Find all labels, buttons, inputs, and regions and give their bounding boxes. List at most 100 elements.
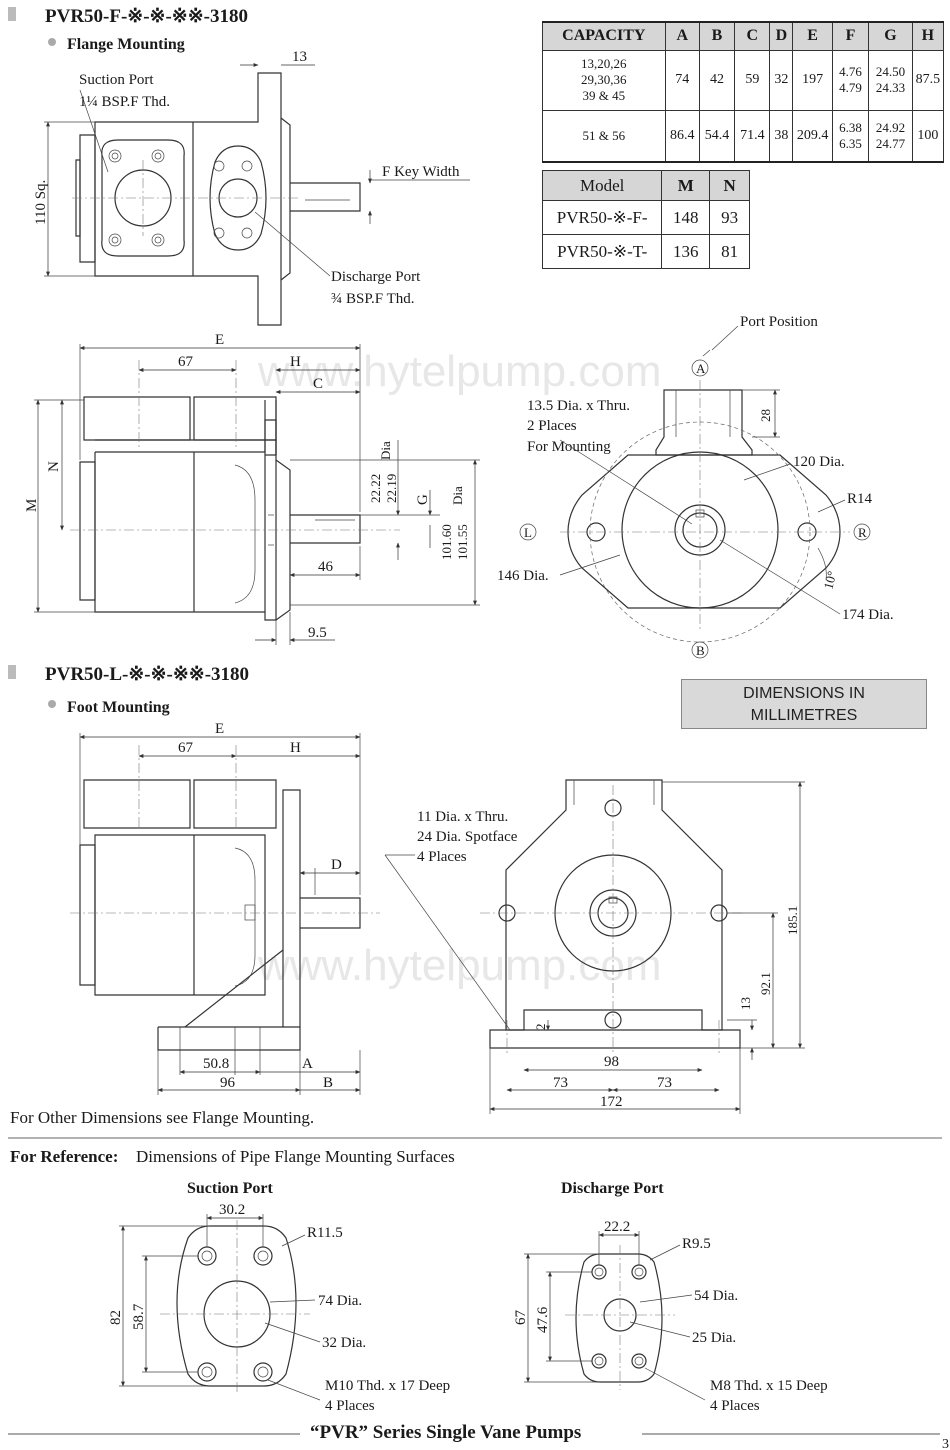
suction-dia-32: 32 Dia. <box>322 1335 366 1351</box>
suction-r-label: R11.5 <box>307 1225 343 1241</box>
table-header-row: Model M N <box>541 170 750 201</box>
discharge-port-diagram: Discharge Port 22.2 R9.5 54 Dia. 25 Dia.… <box>513 1180 828 1414</box>
dim-110: 110 Sq. <box>33 180 49 225</box>
section2-title: PVR50-L-※-※-※※-3180 <box>45 664 249 685</box>
header-cell: Model <box>541 170 663 201</box>
dia-146-label: 146 Dia. <box>497 568 549 584</box>
port-B-marker: B <box>696 643 705 658</box>
suction-dia-74: 74 Dia. <box>318 1293 362 1309</box>
foot-hole-label-2: 24 Dia. Spotface <box>417 829 518 845</box>
header-cell: B <box>698 21 736 51</box>
section-marker <box>8 665 16 679</box>
header-cell: D <box>769 21 794 51</box>
foot-dim-13: 13 <box>738 997 753 1010</box>
foot-dim-96: 96 <box>220 1075 236 1091</box>
value-line: 4.76 <box>839 64 862 79</box>
suction-port-label: Suction Port <box>79 72 154 88</box>
capacity-line: 13,20,26 <box>581 56 627 71</box>
suction-thread-2: 4 Places <box>325 1398 375 1414</box>
suction-port-diagram: Suction Port 30.2 R11.5 74 Dia. 32 Dia. … <box>108 1180 450 1414</box>
discharge-thread-1: M8 Thd. x 15 Deep <box>710 1378 828 1394</box>
capacity-line: 39 & 45 <box>582 88 626 103</box>
foot-dim-D: D <box>331 857 342 873</box>
foot-side-view: E 67 H D 50.8 A 96 B <box>70 721 380 1095</box>
table-cell: 197 <box>792 49 833 111</box>
angle-10-label: 10° <box>820 569 839 590</box>
table-cell: 24.50 24.33 <box>868 49 913 111</box>
dim-H: H <box>290 354 301 370</box>
pilot-dia-unit: Dia <box>450 486 465 505</box>
table-cell: PVR50-※-T- <box>541 234 663 269</box>
r14-label: R14 <box>847 491 873 507</box>
value-line: 24.77 <box>875 135 906 151</box>
foot-dim-2: 2 <box>533 1024 548 1031</box>
dim-N: N <box>46 461 62 472</box>
table-cell: 24.92 24.77 <box>868 109 913 163</box>
foot-dim-172: 172 <box>600 1094 623 1110</box>
header-cell: E <box>792 21 833 51</box>
discharge-r-label: R9.5 <box>682 1236 711 1252</box>
table-cell: 6.38 6.35 <box>831 109 870 163</box>
header-cell: CAPACITY <box>542 21 666 51</box>
header-cell: G <box>868 21 913 51</box>
discharge-dia-25: 25 Dia. <box>692 1330 736 1346</box>
mount-hole-label-2: 2 Places <box>527 418 577 434</box>
table-row: PVR50-※-T- 136 81 <box>541 234 750 269</box>
shaft-dia-1: 22.22 <box>368 474 383 503</box>
flange-top-view: 110 Sq. 13 F Key Width Suction Port 1¼ B… <box>33 49 470 326</box>
dim-M: M <box>24 499 40 512</box>
discharge-port-label: Discharge Port <box>331 269 421 285</box>
header-cell: C <box>734 21 771 51</box>
dim-13: 13 <box>292 49 307 65</box>
reference-bold: For Reference: <box>10 1147 118 1166</box>
suction-thread-label: 1¼ BSP.F Thd. <box>79 94 170 110</box>
table-header-row: CAPACITY A B C D E F G H <box>542 21 945 51</box>
suction-dim-58-7: 58.7 <box>131 1303 147 1330</box>
dim-G: G <box>415 494 431 505</box>
value-line: 24.92 <box>875 119 906 135</box>
dim-67: 67 <box>178 354 194 370</box>
pilot-dia-1: 101.60 <box>439 524 454 560</box>
dia-174-label: 174 Dia. <box>842 607 894 623</box>
discharge-port-title: Discharge Port <box>561 1180 664 1197</box>
header-cell: N <box>709 170 750 201</box>
dim-28: 28 <box>758 409 773 422</box>
header-cell: M <box>661 170 711 201</box>
capacity-table: CAPACITY A B C D E F G H 13,20,26 29,30,… <box>542 21 945 163</box>
foot-hole-label-1: 11 Dia. x Thru. <box>417 809 508 825</box>
table-cell: 54.4 <box>698 109 736 163</box>
capacity-line: 29,30,36 <box>581 72 627 87</box>
section2-subtitle: Foot Mounting <box>67 699 170 716</box>
value-line: 6.35 <box>839 135 862 151</box>
value-line: 6.38 <box>839 119 862 135</box>
suction-dim-30-2: 30.2 <box>219 1202 245 1218</box>
section-marker <box>8 7 16 21</box>
flange-front-view: Port Position A B L R 28 13.5 Dia. x Thr… <box>497 314 894 659</box>
header-cell: F <box>831 21 870 51</box>
units-box: DIMENSIONS IN MILLIMETRES <box>681 679 927 729</box>
foot-dim-E: E <box>215 721 224 737</box>
units-line: MILLIMETRES <box>750 707 858 724</box>
watermark: www.hytelpump.com <box>257 941 661 990</box>
table-cell: 87.5 <box>911 49 945 111</box>
table-row: 51 & 56 86.4 54.4 71.4 38 209.4 6.38 6.3… <box>542 109 945 163</box>
mount-hole-label-1: 13.5 Dia. x Thru. <box>527 398 630 414</box>
foot-dim-B: B <box>323 1075 333 1091</box>
mount-hole-label-3: For Mounting <box>527 439 611 455</box>
model-table: Model M N PVR50-※-F- 148 93 PVR50-※-T- 1… <box>541 170 750 269</box>
capacity-line: 51 & 56 <box>582 127 626 143</box>
discharge-dim-22-2: 22.2 <box>604 1219 630 1235</box>
capacity-cell: 13,20,26 29,30,36 39 & 45 <box>542 49 666 111</box>
flange-side-view: E 67 H C M N 22.22 22.19 Dia G 101.60 10… <box>24 332 480 645</box>
table-cell: 81 <box>709 234 750 269</box>
foot-dim-73-right: 73 <box>657 1075 672 1091</box>
port-position-label: Port Position <box>740 314 818 330</box>
discharge-thread-label: ¾ BSP.F Thd. <box>331 291 415 307</box>
bullet <box>48 700 56 708</box>
reference-text: Dimensions of Pipe Flange Mounting Surfa… <box>136 1147 455 1166</box>
table-cell: 42 <box>698 49 736 111</box>
table-cell: 74 <box>664 49 700 111</box>
footer-title: “PVR” Series Single Vane Pumps <box>310 1422 581 1443</box>
discharge-thread-2: 4 Places <box>710 1398 760 1414</box>
